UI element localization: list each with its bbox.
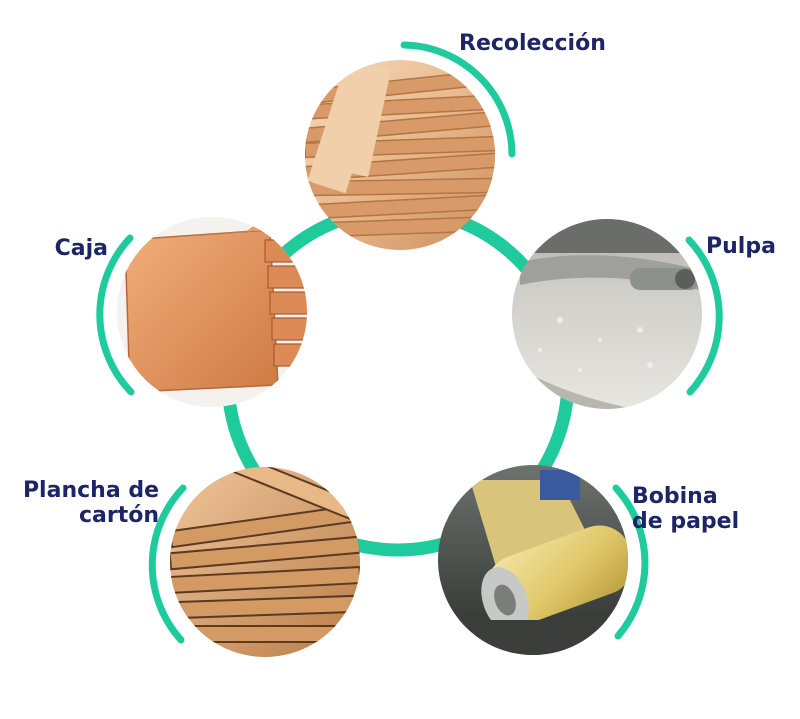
label-pulpa-line-1: Pulpa: [706, 234, 776, 259]
accent-arc-bobina: [612, 484, 649, 640]
label-recoleccion-line-1: Recolección: [459, 31, 606, 56]
label-caja-line-1: Caja: [54, 236, 108, 261]
paper-pulp-vat-icon: [512, 219, 702, 409]
label-recoleccion: Recolección: [459, 31, 606, 56]
cardboard-box-icon: [117, 217, 307, 407]
label-bobina: Bobina de papel: [632, 484, 739, 534]
corrugated-board-sheets-icon: [170, 467, 360, 657]
label-plancha-line-1: Plancha de: [22, 478, 159, 503]
label-bobina-line-2: de papel: [632, 509, 740, 534]
label-plancha-line-2: cartón: [78, 503, 159, 528]
accent-arc-plancha: [148, 484, 187, 644]
label-bobina-line-1: Bobina: [632, 484, 718, 509]
label-pulpa: Pulpa: [706, 234, 776, 259]
paper-reel-machine-icon: [438, 465, 628, 655]
label-caja: Caja: [55, 236, 108, 261]
accent-arc-pulpa: [685, 236, 723, 396]
label-plancha: Plancha de cartón: [23, 478, 159, 528]
accent-arc-caja: [96, 234, 135, 396]
accent-arc-recoleccion: [400, 41, 516, 158]
